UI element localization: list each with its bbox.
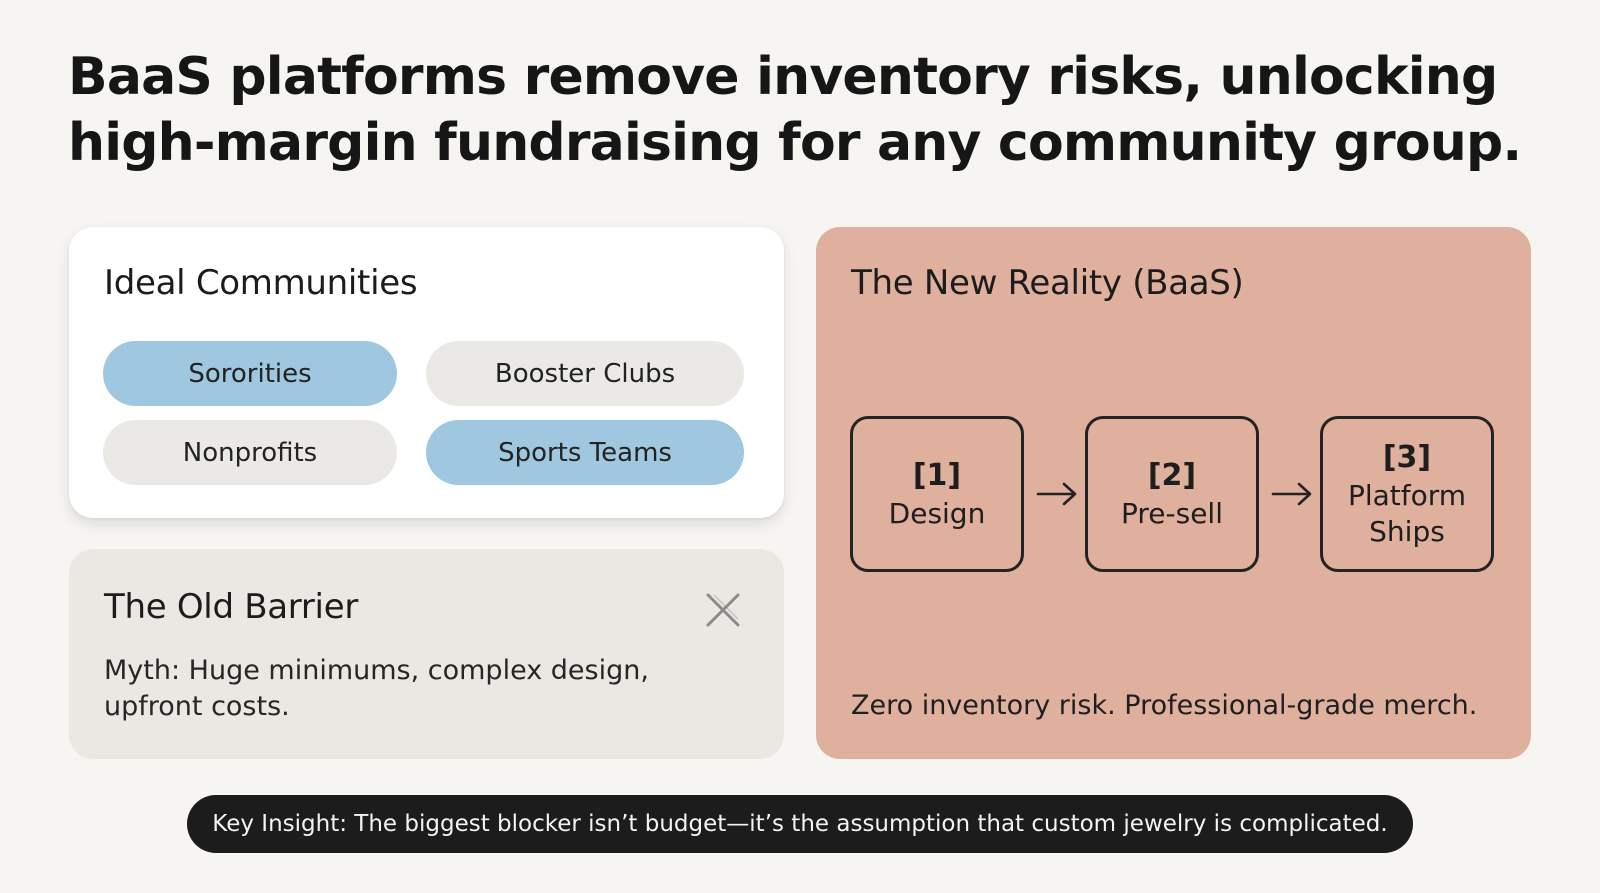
step-number: [1] xyxy=(912,458,962,493)
key-insight-bar: Key Insight: The biggest blocker isn’t b… xyxy=(187,795,1413,853)
new-reality-card: The New Reality (BaaS) [1] Design [2] Pr… xyxy=(816,227,1531,759)
new-reality-footer: Zero inventory risk. Professional-grade … xyxy=(851,690,1478,721)
old-barrier-title: The Old Barrier xyxy=(104,587,359,627)
headline-line-2: high-margin fundraising for any communit… xyxy=(68,113,1522,173)
step-label-line-2: Ships xyxy=(1369,515,1445,548)
headline: BaaS platforms remove inventory risks, u… xyxy=(68,44,1548,176)
step-design: [1] Design xyxy=(850,416,1024,572)
arrow-right-icon xyxy=(1271,482,1312,506)
new-reality-title: The New Reality (BaaS) xyxy=(851,263,1244,303)
arrow-right-icon xyxy=(1036,482,1077,506)
old-barrier-body: Myth: Huge minimums, complex design, upf… xyxy=(104,653,724,725)
ideal-communities-card: Ideal Communities Sororities Booster Clu… xyxy=(69,227,784,518)
old-barrier-body-line-2: upfront costs. xyxy=(104,691,290,722)
community-pill-booster-clubs: Booster Clubs xyxy=(426,341,744,406)
step-pre-sell: [2] Pre-sell xyxy=(1085,416,1259,572)
old-barrier-body-line-1: Myth: Huge minimums, complex design, xyxy=(104,655,649,686)
step-platform-ships: [3] Platform Ships xyxy=(1320,416,1494,572)
step-number: [2] xyxy=(1147,458,1197,493)
community-pill-nonprofits: Nonprofits xyxy=(103,420,397,485)
community-pill-sororities: Sororities xyxy=(103,341,397,406)
step-label: Design xyxy=(888,497,986,530)
step-label: Pre-sell xyxy=(1121,497,1223,530)
step-number: [3] xyxy=(1382,440,1432,475)
ideal-communities-title: Ideal Communities xyxy=(104,263,418,303)
headline-line-1: BaaS platforms remove inventory risks, u… xyxy=(68,47,1498,107)
community-pill-sports-teams: Sports Teams xyxy=(426,420,744,485)
step-label-line-1: Platform xyxy=(1347,479,1467,512)
old-barrier-card: The Old Barrier Myth: Huge minimums, com… xyxy=(69,549,784,759)
close-icon xyxy=(706,593,740,627)
